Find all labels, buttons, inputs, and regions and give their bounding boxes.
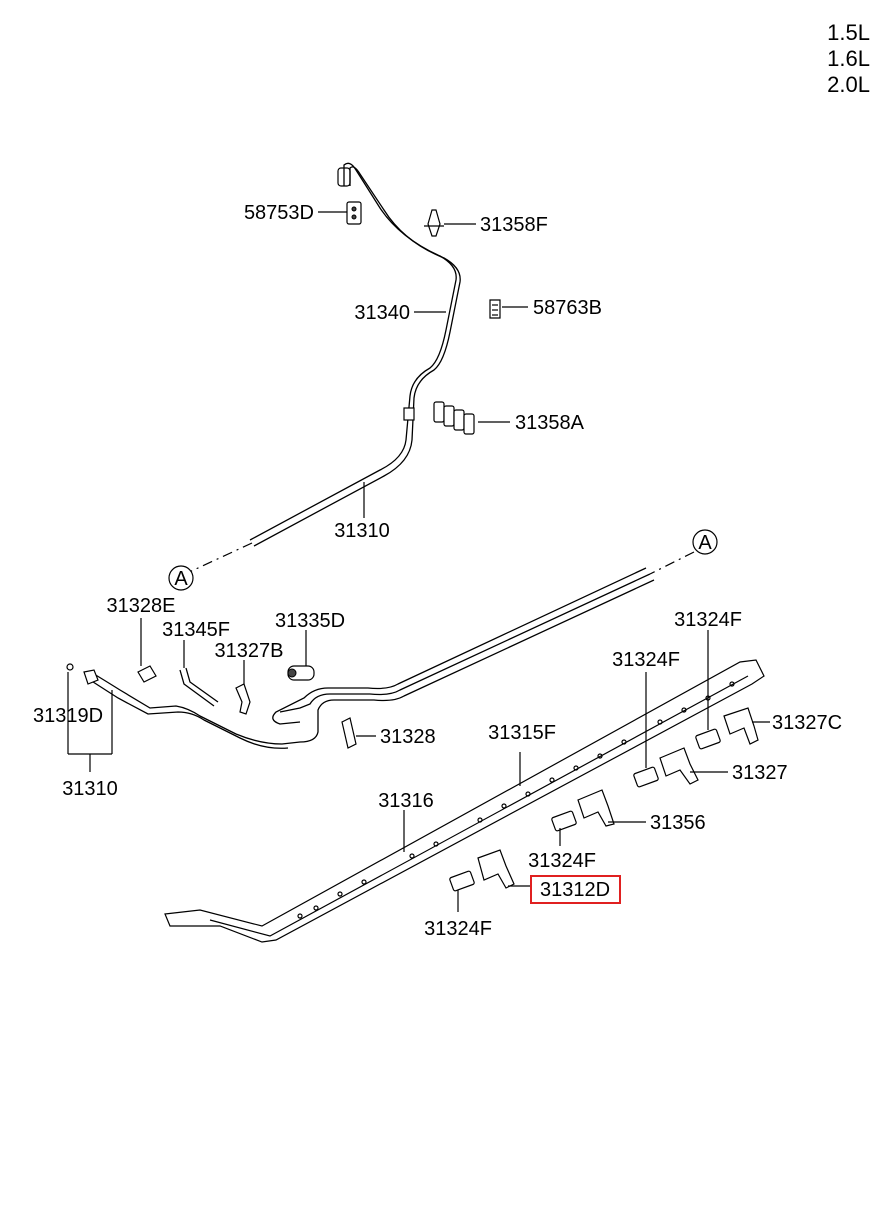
marker-A-left: A [174, 568, 188, 590]
label-31316: 31316 [378, 790, 434, 812]
bracket-31312D-icon [477, 849, 515, 889]
bracket-31327-icon [659, 747, 699, 785]
label-31335D: 31335D [275, 610, 345, 632]
clip-31324F-b[interactable]: 31324F [612, 649, 680, 788]
reference-marker-left: A [168, 565, 194, 591]
engine-variant-2: 1.6L [827, 46, 870, 71]
clip-31324F-c-icon [551, 810, 577, 832]
clip-31328-icon [341, 717, 357, 749]
label-31327B: 31327B [215, 640, 284, 662]
clip-31324F-d[interactable]: 31324F [424, 870, 492, 940]
label-31319D: 31319D [33, 705, 103, 727]
pipe-end-cap [66, 663, 74, 671]
bracket-31356[interactable]: 31356 [577, 789, 706, 834]
clip-58753D[interactable]: 58753D [244, 201, 362, 225]
pipe-31310-outer[interactable] [279, 573, 651, 713]
label-31345F: 31345F [162, 619, 230, 641]
clip-58753D-icon [346, 201, 362, 225]
clip-31324F-c[interactable]: 31324F [528, 810, 596, 872]
protector-31316-icon [164, 659, 765, 943]
marker-A-right: A [698, 532, 712, 554]
label-31324F-a: 31324F [674, 609, 742, 631]
bracket-31356-icon [577, 789, 615, 827]
label-58753D: 58753D [244, 202, 314, 224]
callout-31319D: 31319D 31310 [33, 672, 118, 800]
clip-31358F-icon [427, 209, 441, 237]
lower-pipe-assembly [66, 551, 695, 749]
clamp-31358A-icon [433, 401, 445, 423]
label-31312D: 31312D [540, 879, 610, 901]
callout-31310-top: 31310 [334, 482, 390, 542]
label-31358A: 31358A [515, 412, 585, 434]
bracket-31312D[interactable]: 31312D [477, 849, 621, 904]
bracket-31327C-icon [723, 707, 759, 745]
clip-31328E[interactable]: 31328E [107, 595, 176, 683]
upper-pipe-assembly [184, 162, 461, 575]
protector-rail[interactable]: 31315F 31316 [164, 659, 765, 943]
clip-31324F-a[interactable]: 31324F [674, 609, 742, 750]
hose-31345F-icon [179, 669, 215, 707]
pipe-left-fitting[interactable] [83, 669, 99, 685]
grommet-58763B[interactable]: 58763B [489, 297, 602, 319]
pipe-31310-inner[interactable] [93, 579, 655, 745]
label-31315F: 31315F [488, 722, 556, 744]
connector-31335D[interactable]: 31335D [275, 610, 345, 681]
pipe-continuation-dash [184, 542, 253, 575]
pipe-31340-inner[interactable] [253, 166, 461, 547]
label-31324F-b: 31324F [612, 649, 680, 671]
bracket-31327B-icon [235, 683, 251, 715]
label-31310-top: 31310 [334, 520, 390, 542]
label-31328: 31328 [380, 726, 436, 748]
label-31356: 31356 [650, 812, 706, 834]
clip-31324F-b-icon [633, 766, 659, 788]
label-31328E: 31328E [107, 595, 176, 617]
label-31327C: 31327C [772, 712, 842, 734]
label-31324F-c: 31324F [528, 850, 596, 872]
hose-31345F[interactable]: 31345F [162, 619, 230, 707]
callout-31340: 31340 [354, 302, 446, 324]
label-31324F-d: 31324F [424, 918, 492, 940]
bracket-31327[interactable]: 31327 [659, 747, 788, 785]
bracket-31327B[interactable]: 31327B [215, 640, 284, 715]
clip-31358F[interactable]: 31358F [424, 209, 548, 237]
clip-31328E-icon [137, 665, 157, 683]
engine-variant-1: 1.5L [827, 20, 870, 45]
label-31327: 31327 [732, 762, 788, 784]
pipe-31340-outer[interactable] [249, 162, 457, 541]
engine-variant-3: 2.0L [827, 72, 870, 97]
reference-marker-right: A [692, 529, 718, 555]
clamp-31358A[interactable]: 31358A [433, 401, 585, 435]
clip-31324F-d-icon [449, 870, 475, 892]
label-31340: 31340 [354, 302, 410, 324]
label-58763B: 58763B [533, 297, 602, 319]
clip-31324F-a-icon [695, 728, 721, 750]
label-31358F: 31358F [480, 214, 548, 236]
engine-variants: 1.5L 1.6L 2.0L [827, 20, 870, 97]
label-31310-bottom: 31310 [62, 778, 118, 800]
pipe-joint [403, 407, 415, 421]
bracket-31327C[interactable]: 31327C [723, 707, 842, 745]
clip-31328[interactable]: 31328 [341, 717, 436, 749]
highlight-31312D-box [530, 875, 621, 904]
